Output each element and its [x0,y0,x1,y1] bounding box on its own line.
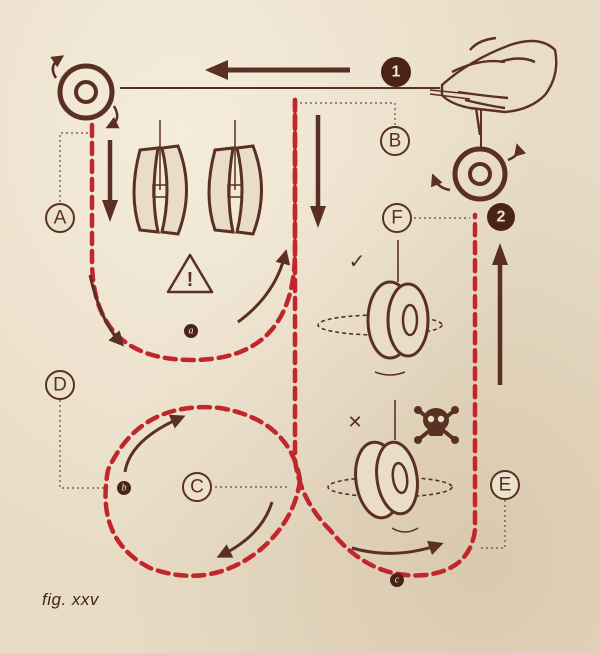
yoyo-halves-illustration [132,120,263,236]
sublabel-c-text: c [395,575,400,586]
spinning-yoyo-good [317,240,443,376]
leader-lines [59,102,506,549]
label-B: B [380,126,410,156]
warning-mark: ! [187,269,194,291]
label-B-text: B [389,131,402,152]
sublabel-a: a [184,324,198,338]
label-F: F [382,203,412,233]
check-icon: ✓ [349,249,366,273]
arrow-head-left [205,60,228,80]
arrow-down-middle [310,115,326,228]
cross-icon: ✕ [347,412,362,433]
curve-arrow-c [351,540,444,556]
label-A-text: A [54,208,67,229]
arrow-up-right [492,243,508,385]
label-F-text: F [391,208,403,229]
skull-icon [414,406,459,444]
warning-icon: ! [166,253,214,294]
label-C-text: C [190,477,204,498]
curve-arrow-a-right [237,249,291,324]
label-E: E [490,470,520,500]
label-D-text: D [53,375,67,396]
sublabel-a-text: a [189,326,194,337]
sublabel-c: c [390,573,404,587]
spinning-yoyo-bad [327,400,453,533]
sublabel-b-text: b [122,483,127,494]
figure-caption: fig. xxv [42,590,99,609]
yoyo-top-left [50,55,120,129]
label-D: D [45,370,75,400]
curve-arrow-a-left [88,274,125,347]
step-2-text: 2 [497,209,506,226]
hand-icon [429,36,558,136]
step-2-badge: 2 [487,203,515,231]
sublabel-b: b [117,481,131,495]
label-E-text: E [499,475,512,496]
step-1-badge: 1 [381,57,411,87]
step-1-text: 1 [392,64,401,81]
label-C: C [182,472,212,502]
curve-arrow-b-bottom [216,501,274,558]
label-A: A [45,203,75,233]
yoyo-right [430,110,527,202]
curve-arrow-b-top [123,414,186,473]
arrow-down-left [102,140,118,222]
